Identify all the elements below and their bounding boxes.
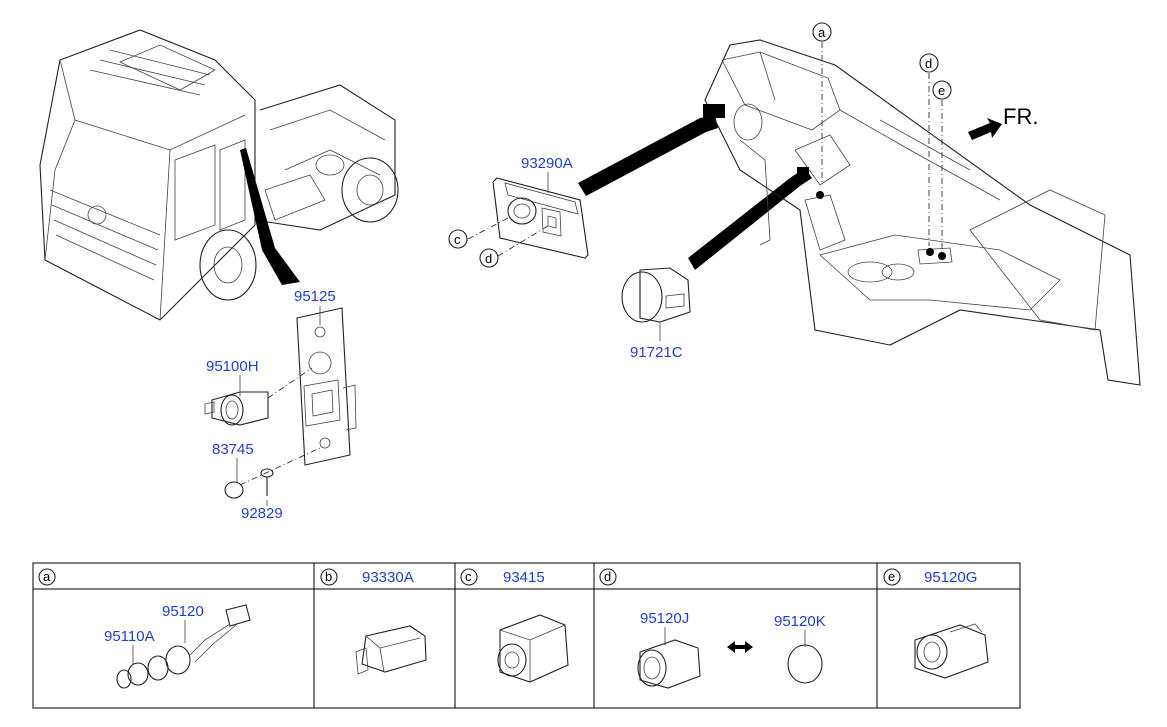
table-cell-c: c 93415: [460, 568, 569, 683]
table-cell-c-letter: c: [465, 569, 472, 584]
bezel-panel-93290A: [492, 177, 589, 259]
callout-e-dashboard: e: [932, 80, 952, 100]
svg-text:e: e: [938, 83, 945, 98]
cigar-lighter-socket-95100H: [204, 391, 269, 426]
table-cell-e: e 95120G: [883, 568, 989, 679]
table-cell-b: b 93330A: [320, 568, 427, 675]
truck-illustration: [39, 29, 399, 321]
part-number-92829: 92829: [241, 505, 283, 522]
part-number-91721C: 91721C: [630, 344, 683, 361]
switch-leader-arrow: [688, 168, 812, 270]
part-number-95120K: 95120K: [774, 613, 826, 630]
callout-a-upper: a: [812, 22, 832, 42]
part-number-83745: 83745: [212, 441, 254, 458]
part-number-95120G: 95120G: [924, 569, 977, 586]
switch-93415: [497, 614, 569, 683]
screw-92829: [260, 468, 274, 496]
table-cell-e-letter: e: [888, 569, 895, 584]
power-outlet-95120J: [637, 639, 701, 689]
svg-text:a: a: [818, 25, 826, 40]
power-outlet-95120G: [914, 623, 989, 679]
interchangeable-arrow-icon: [727, 641, 753, 653]
table-cell-d-letter: d: [604, 569, 611, 584]
table-cell-a-letter: a: [43, 569, 51, 584]
part-number-95100H: 95100H: [206, 358, 259, 375]
wiring-socket-assembly: [116, 604, 251, 689]
part-number-95120J: 95120J: [640, 610, 689, 627]
table-cell-b-letter: b: [325, 569, 332, 584]
parts-table: a 95120 95110A b 93330A: [32, 562, 1021, 709]
part-number-95110A: 95110A: [104, 628, 155, 645]
part-number-95125: 95125: [294, 288, 336, 305]
part-number-93415: 93415: [503, 569, 545, 586]
callout-c-upper: c: [448, 229, 468, 249]
table-cell-a: a 95120 95110A: [38, 568, 251, 689]
front-direction-indicator: FR.: [968, 104, 1038, 140]
callout-d-dashboard: d: [919, 53, 939, 73]
table-cell-d: d 95120J 95120K: [599, 568, 826, 689]
switch-93330A: [355, 625, 427, 675]
front-label: FR.: [1003, 104, 1038, 129]
svg-text:d: d: [925, 56, 932, 71]
svg-text:d: d: [485, 251, 492, 266]
part-number-93290A: 93290A: [521, 155, 573, 172]
round-switch-91721C: [621, 267, 691, 323]
callout-d-upper: d: [479, 248, 499, 268]
mount-plate-95125: [296, 307, 357, 466]
dashboard-illustration: [703, 39, 1141, 386]
part-number-95120: 95120: [162, 603, 204, 620]
cap-83745: [224, 481, 244, 499]
front-arrow-icon: [968, 118, 1002, 140]
truck-leader-arrow: [240, 148, 300, 285]
bezel-leader-arrow: [578, 115, 718, 196]
svg-text:c: c: [454, 232, 461, 247]
blank-cap-95120K: [787, 644, 823, 684]
part-number-93330A: 93330A: [362, 569, 414, 586]
